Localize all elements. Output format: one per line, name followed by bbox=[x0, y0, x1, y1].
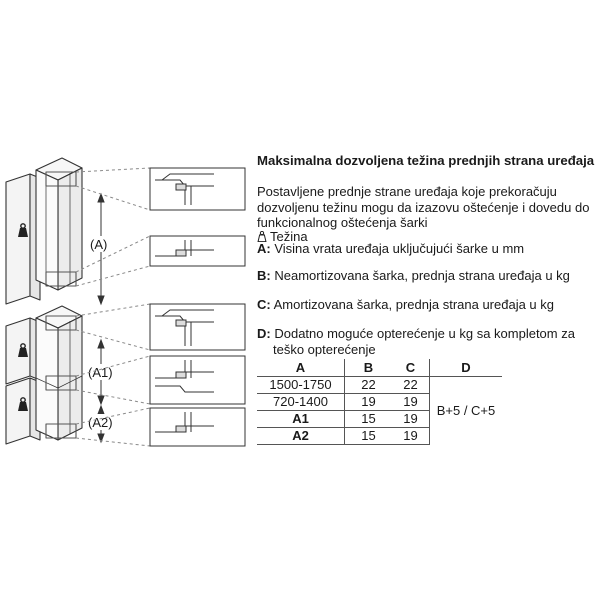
single-door-panel bbox=[5, 173, 41, 305]
table-row: A1 15 19 bbox=[257, 410, 502, 428]
detail-leader-lines bbox=[75, 167, 151, 447]
legend-d-key: D: bbox=[257, 326, 271, 341]
table-header-c: C bbox=[392, 359, 430, 377]
intro-line: Postavljene prednje strane uređaja koje … bbox=[257, 184, 557, 199]
legend-b-key: B: bbox=[257, 268, 271, 283]
legend-a-text: Visina vrata uređaja uključujući šarke u… bbox=[274, 241, 525, 256]
legend-a-key: A: bbox=[257, 241, 271, 256]
table-header-d: D bbox=[429, 359, 502, 377]
hinge-marker-a1-bottom bbox=[45, 375, 77, 391]
table-header-row: A B C D bbox=[257, 359, 502, 377]
table-cell: 19 bbox=[392, 393, 430, 411]
dimension-label-a: (A) bbox=[90, 237, 107, 252]
legend-c-text: Amortizovana šarka, prednja strana uređa… bbox=[273, 297, 555, 312]
weight-icon bbox=[257, 231, 267, 242]
dimension-label-a1: (A1) bbox=[88, 365, 113, 380]
hinge-installation-diagram: (A) (A1) (A2) bbox=[5, 157, 246, 447]
table-row: A2 15 19 bbox=[257, 427, 502, 445]
hinge-marker-top bbox=[45, 171, 77, 187]
table-cell: 19 bbox=[344, 393, 392, 411]
page-title: Maksimalna dozvoljena težina prednjih st… bbox=[257, 153, 595, 168]
intro-line: dozvoljenu težinu mogu da izazovu ošteće… bbox=[257, 199, 590, 215]
table-cell: 720-1400 bbox=[257, 393, 345, 411]
table-header-b: B bbox=[344, 359, 392, 377]
intro-paragraph: Postavljene prednje strane uređaja koje … bbox=[257, 184, 589, 231]
single-door-cabinet bbox=[35, 157, 83, 291]
legend-weight-text: Težina bbox=[270, 229, 308, 244]
table-row: 1500-1750 22 22 B+5 / C+5 bbox=[257, 376, 502, 418]
table-cell: 22 bbox=[392, 376, 430, 394]
legend-c-key: C: bbox=[257, 297, 271, 312]
legend-c: C: Amortizovana šarka, prednja strana ur… bbox=[257, 297, 554, 312]
hinge-marker-a1-top bbox=[45, 315, 77, 331]
table-cell: A1 bbox=[257, 410, 345, 428]
legend-d-text-cont: teško opterećenje bbox=[273, 341, 376, 357]
table-cell: 15 bbox=[344, 410, 392, 428]
legend-d: D: Dodatno moguće opterećenje u kg sa ko… bbox=[257, 326, 575, 357]
dimension-label-a2: (A2) bbox=[88, 415, 113, 430]
double-door-cabinet bbox=[35, 305, 83, 441]
hinge-marker-bottom bbox=[45, 271, 77, 287]
table-row: 720-1400 19 19 bbox=[257, 393, 502, 411]
table-cell: 19 bbox=[392, 427, 430, 445]
legend-d-text: Dodatno moguće opterećenje u kg sa kompl… bbox=[274, 326, 575, 341]
hinge-detail-views bbox=[149, 167, 246, 447]
table-header-a: A bbox=[257, 359, 345, 377]
legend-weight: Težina bbox=[257, 229, 308, 244]
legend-b-text: Neamortizovana šarka, prednja strana ure… bbox=[274, 268, 570, 283]
table-cell: 22 bbox=[344, 376, 392, 394]
legend-b: B: Neamortizovana šarka, prednja strana … bbox=[257, 268, 570, 283]
weight-icon bbox=[18, 223, 28, 411]
legend-a: A: Visina vrata uređaja uključujući šark… bbox=[257, 241, 524, 256]
weight-table: A B C D 1500-1750 22 22 B+5 / C+5 720-14… bbox=[257, 359, 502, 445]
dimension-arrows bbox=[97, 192, 105, 444]
table-cell: 15 bbox=[344, 427, 392, 445]
intro-line: funkcionalnog oštećenja šarki bbox=[257, 215, 428, 230]
table-cell: 1500-1750 bbox=[257, 376, 345, 394]
table-cell: 19 bbox=[392, 410, 430, 428]
hinge-marker-a2-bottom bbox=[45, 423, 77, 439]
table-cell: A2 bbox=[257, 427, 345, 445]
table-cell-d: B+5 / C+5 bbox=[436, 402, 496, 418]
